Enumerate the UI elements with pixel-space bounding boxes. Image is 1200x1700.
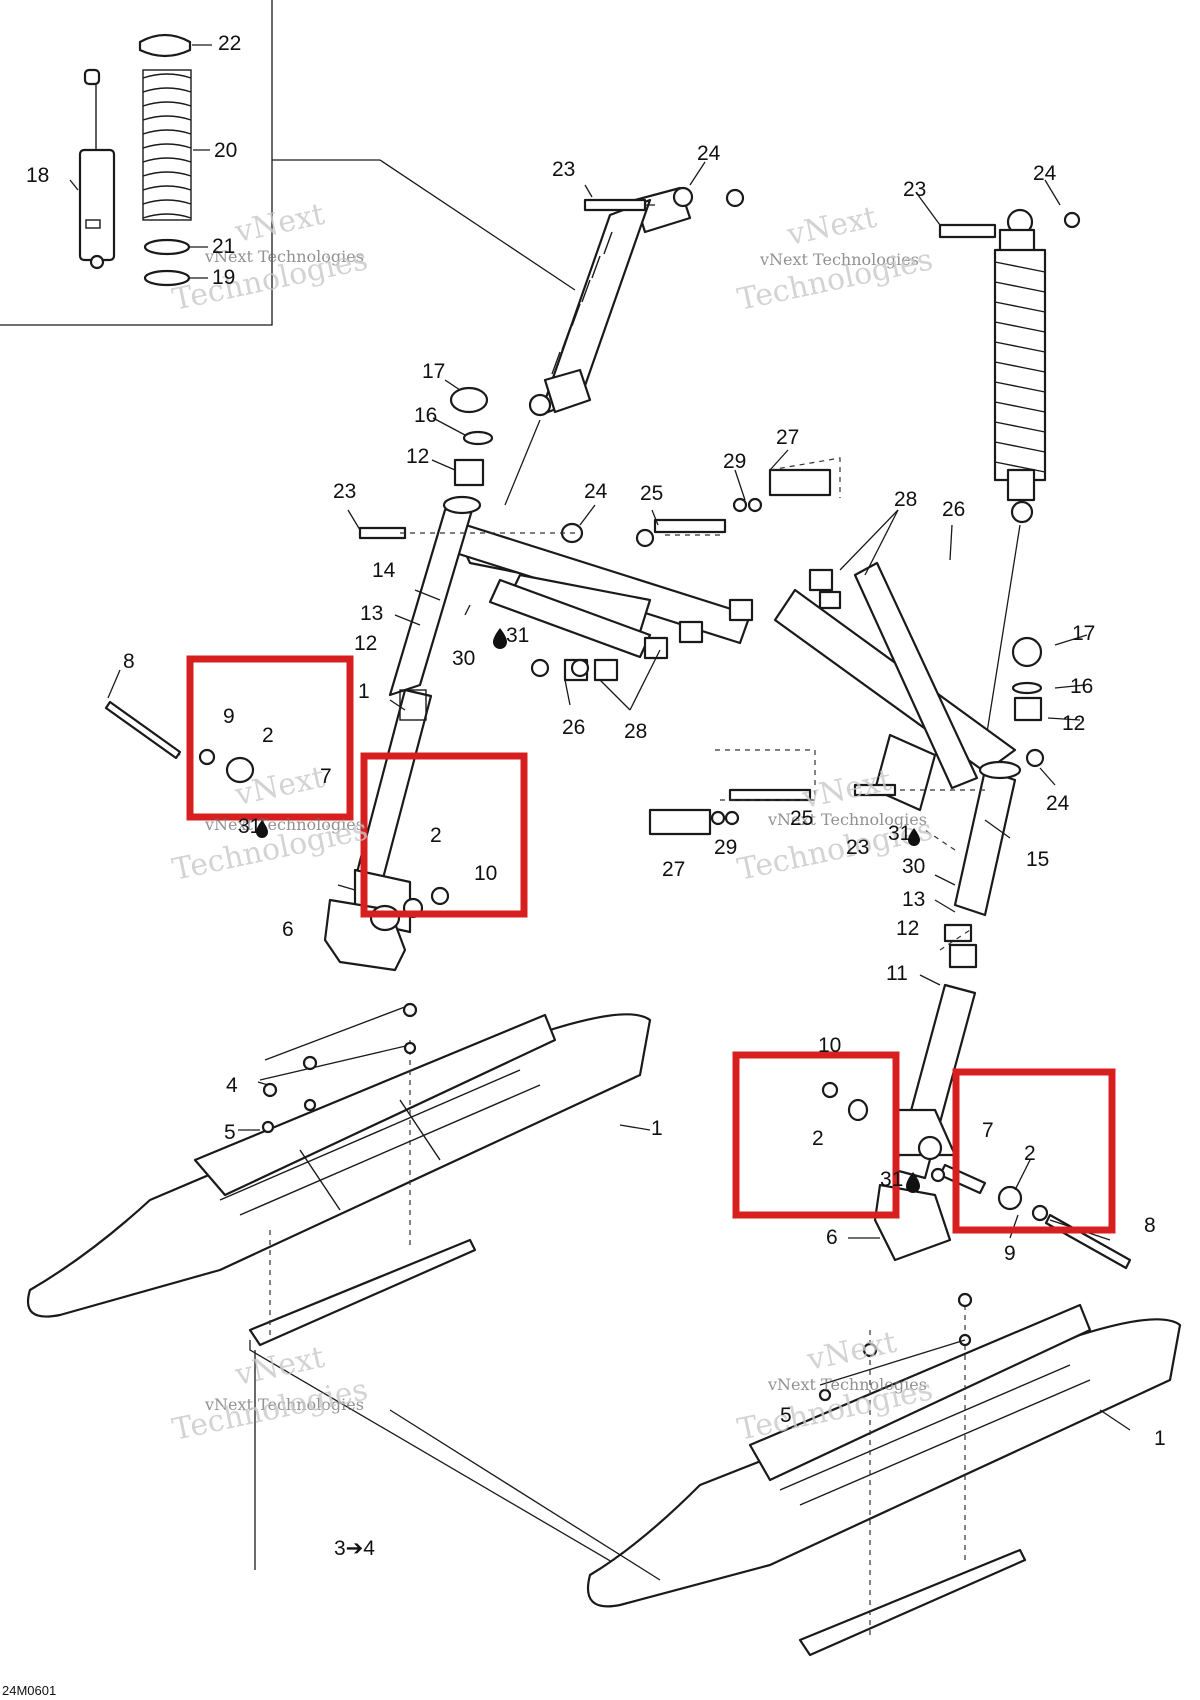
label-2: 2	[1024, 1142, 1036, 1165]
label-7: 7	[320, 765, 332, 788]
label-22: 22	[218, 32, 241, 55]
label-1: 1	[1154, 1427, 1166, 1450]
highlight-box-left-inner	[360, 752, 528, 918]
label-27: 27	[662, 858, 685, 881]
shock-inset	[0, 0, 576, 326]
part-18-shock-absorber	[78, 68, 116, 270]
right-shock-assembly	[938, 208, 1081, 746]
label-24: 24	[584, 480, 608, 503]
label-1: 1	[651, 1117, 663, 1140]
watermark-text: vNext Technologies	[204, 815, 364, 834]
label-14: 14	[372, 559, 396, 582]
label-26: 26	[562, 716, 585, 739]
label-4: 4	[226, 1074, 238, 1097]
label-13: 13	[902, 888, 925, 911]
label-18: 18	[26, 164, 49, 187]
label-17: 17	[422, 360, 445, 383]
label-9: 9	[223, 705, 235, 728]
drop-icon	[906, 1172, 920, 1193]
left-ski	[27, 1002, 661, 1591]
label-24: 24	[697, 142, 721, 165]
part-19-washer	[143, 269, 191, 287]
label-12: 12	[1062, 712, 1085, 735]
label-23: 23	[846, 836, 869, 859]
right-ski	[389, 1292, 1182, 1657]
drop-icon	[908, 828, 920, 846]
label-30: 30	[902, 855, 925, 878]
label-21: 21	[212, 235, 235, 258]
highlight-box-right-inner	[732, 1051, 900, 1219]
label-24: 24	[1033, 162, 1057, 185]
label-10: 10	[474, 862, 497, 885]
drop-icon	[256, 820, 268, 838]
label-31: 31	[888, 822, 911, 845]
label-23: 23	[903, 178, 926, 201]
label-13: 13	[360, 602, 383, 625]
label-6: 6	[282, 918, 294, 941]
label-31: 31	[880, 1168, 903, 1191]
label-23: 23	[333, 480, 356, 503]
label-25: 25	[640, 482, 663, 505]
label-16: 16	[1070, 675, 1093, 698]
label-26: 26	[942, 498, 965, 521]
right-spindle	[821, 1081, 1132, 1270]
label-28: 28	[624, 720, 647, 743]
lubricant-drop-icons	[256, 628, 920, 1193]
label-17: 17	[1072, 622, 1095, 645]
highlight-box-left-outer	[186, 655, 354, 821]
label-5: 5	[780, 1404, 792, 1427]
watermark-text: vNext Technologies	[204, 1395, 364, 1414]
label-12: 12	[354, 632, 377, 655]
label-23: 23	[552, 158, 575, 181]
label-8: 8	[1144, 1214, 1156, 1237]
label-1: 1	[358, 680, 370, 703]
label-7: 7	[982, 1119, 994, 1142]
drop-icon	[493, 628, 507, 649]
watermark-small: vNext	[783, 200, 879, 253]
watermark-small: vNext	[231, 197, 327, 250]
label-16: 16	[414, 404, 437, 427]
left-a-arm-assembly	[358, 386, 842, 697]
diagram-reference-code: 24M0601	[2, 1683, 56, 1698]
label-28: 28	[894, 488, 917, 511]
watermark-text: vNext Technologies	[759, 250, 919, 269]
part-labels: 22 20 18 21 19 23 24 23 24 17 16 12 23 2…	[26, 32, 1166, 1560]
label-25: 25	[790, 807, 813, 830]
label-11: 11	[886, 962, 908, 985]
highlight-boxes	[186, 655, 1116, 1234]
label-8: 8	[123, 650, 135, 673]
label-12: 12	[896, 917, 919, 940]
label-19: 19	[212, 266, 235, 289]
highlight-box-right-outer	[952, 1068, 1116, 1234]
part-22-spring-cap	[138, 33, 192, 58]
label-10: 10	[818, 1034, 841, 1057]
label-15: 15	[1026, 848, 1049, 871]
label-6: 6	[826, 1226, 838, 1249]
label-3-to-4: 3➔4	[334, 1537, 375, 1560]
label-30: 30	[452, 647, 475, 670]
label-31: 31	[506, 624, 529, 647]
label-12: 12	[406, 445, 429, 468]
label-31: 31	[238, 815, 261, 838]
label-9: 9	[1004, 1242, 1016, 1265]
label-29: 29	[714, 836, 737, 859]
label-5: 5	[224, 1121, 236, 1144]
watermark-text: vNext Technologies	[767, 810, 927, 829]
label-2: 2	[812, 1127, 824, 1150]
watermark-small: vNext	[803, 1325, 899, 1378]
label-29: 29	[723, 450, 746, 473]
label-20: 20	[214, 139, 237, 162]
right-a-arm-assembly	[648, 561, 1045, 1180]
left-shock-assembly	[504, 186, 745, 506]
watermark-text: vNext Technologies	[204, 247, 364, 266]
part-20-spring	[142, 69, 192, 221]
label-2: 2	[430, 824, 442, 847]
label-24: 24	[1046, 792, 1070, 815]
watermark-text: vNext Technologies	[767, 1375, 927, 1394]
label-2: 2	[262, 724, 274, 747]
label-27: 27	[776, 426, 799, 449]
part-21-ring	[143, 238, 191, 256]
